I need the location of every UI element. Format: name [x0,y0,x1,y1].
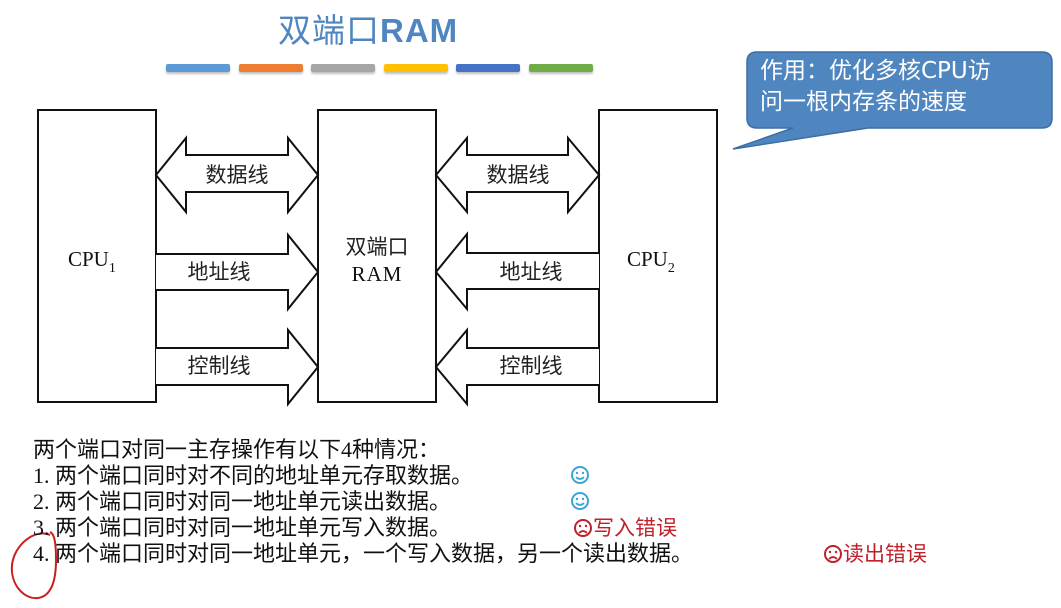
case-item: 2. 两个端口同时对同一地址单元读出数据。 [33,489,693,515]
left-control-bus-label: 控制线 [188,354,251,378]
ram-label-line1: 双端口 [346,235,409,259]
case-item: 4. 两个端口同时对同一地址单元，一个写入数据，另一个读出数据。 读出错误 [33,541,927,567]
case-number: 3. [33,515,50,540]
red-annotation-circle [10,531,58,600]
decor-bar [528,64,593,72]
cases-list: 两个端口对同一主存操作有以下4种情况： 1. 两个端口同时对不同的地址单元存取数… [33,437,927,567]
case-text: 两个端口同时对同一地址单元，一个写入数据，另一个读出数据。 [55,541,694,566]
cpu1-box [37,109,157,403]
right-data-bus-label: 数据线 [487,163,550,187]
case-note-text: 读出错误 [843,542,927,566]
right-address-bus-arrow [434,231,599,312]
left-address-bus-arrow [156,232,320,312]
decor-bar [383,64,448,72]
case-item: 1. 两个端口同时对不同的地址单元存取数据。 [33,463,693,489]
case-number: 2. [33,489,50,514]
case-note: 写入错误 [573,515,677,541]
title-cjk: 双端口 [278,11,380,50]
left-data-bus-label: 数据线 [206,163,269,187]
decor-bar [238,64,303,72]
cpu1-label: CPU1 [68,247,116,276]
page-title: 双端口RAM [278,4,458,52]
decor-bar [456,64,520,72]
frown-icon [824,545,842,563]
case-note: 读出错误 [823,541,927,567]
right-address-bus-label: 地址线 [500,260,563,284]
case-text: 两个端口同时对同一地址单元写入数据。 [55,515,452,540]
case-text: 两个端口同时对同一地址单元读出数据。 [55,489,452,514]
case-number: 4. [33,541,50,566]
case-item: 3. 两个端口同时对同一地址单元写入数据。 写入错误 [33,515,693,541]
callout-line2: 问一根内存条的速度 [760,89,967,115]
right-control-bus-arrow [434,327,599,407]
callout: 作用：优化多核CPU访 问一根内存条的速度 [760,56,1050,118]
decor-bar [311,64,375,72]
ram-label-line2: RAM [352,262,403,286]
cpu2-box [598,109,718,403]
callout-bubble [732,51,1053,150]
right-data-bus-arrow [434,135,601,215]
title-latin: RAM [380,12,459,49]
ram-box [317,109,437,403]
smile-icon [571,492,589,510]
left-address-bus-label: 地址线 [188,260,251,284]
case-number: 1. [33,463,50,488]
frown-icon [574,519,592,537]
left-data-bus-arrow [154,135,320,215]
callout-line1: 作用：优化多核CPU访 [760,58,991,84]
left-control-bus-arrow [156,327,320,407]
decor-bar [166,64,230,72]
smile-icon [571,466,589,484]
case-note-text: 写入错误 [593,516,677,540]
right-control-bus-label: 控制线 [500,354,563,378]
cases-intro: 两个端口对同一主存操作有以下4种情况： [33,437,441,462]
cpu2-label: CPU2 [627,247,675,276]
case-text: 两个端口同时对不同的地址单元存取数据。 [55,463,474,488]
